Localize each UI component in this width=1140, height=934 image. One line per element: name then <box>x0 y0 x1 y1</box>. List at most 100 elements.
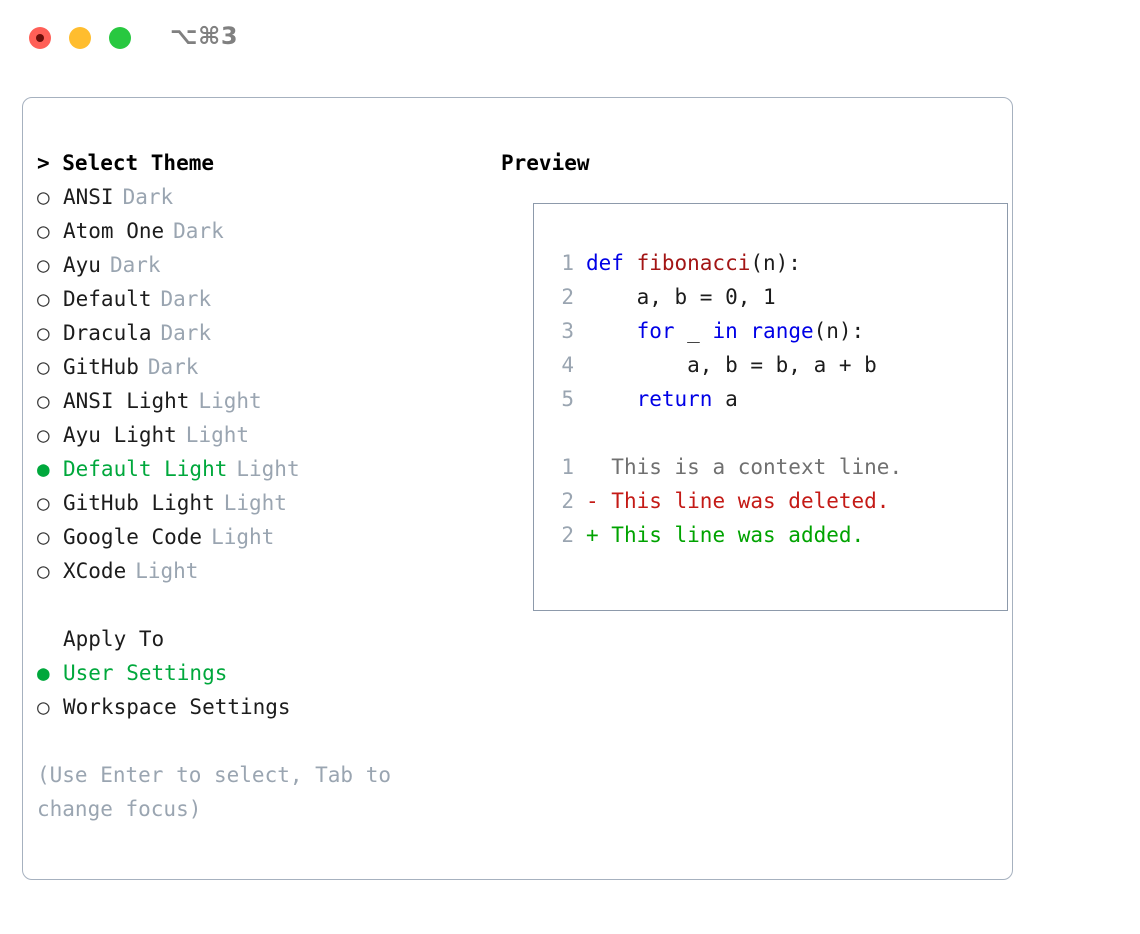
code-line: 5 return a <box>546 382 996 416</box>
radio-selected-icon: ● <box>37 457 50 481</box>
preview-header: Preview <box>501 151 590 175</box>
radio-unselected-icon: ○ <box>37 253 50 277</box>
apply-to-title: Apply To <box>63 627 165 651</box>
keyboard-hint-text: (Use Enter to select, Tab to change focu… <box>37 763 392 821</box>
diff-line: 1 This is a context line. <box>546 450 996 484</box>
line-number: 5 <box>561 387 574 411</box>
radio-unselected-icon: ○ <box>37 525 50 549</box>
radio-unselected-icon: ○ <box>37 491 50 515</box>
theme-name-label: Google Code <box>63 525 203 549</box>
code-token <box>738 319 751 343</box>
theme-name-label: Ayu Light <box>63 423 177 447</box>
line-number: 1 <box>561 251 574 275</box>
minimize-window-button[interactable] <box>69 27 91 49</box>
theme-list-item[interactable]: ○ GitHub Light Light <box>37 486 497 520</box>
maximize-window-button[interactable] <box>109 27 131 49</box>
radio-unselected-icon: ○ <box>37 321 50 345</box>
code-token: a, b = 0, 1 <box>586 285 776 309</box>
apply-to-option[interactable]: ○ Workspace Settings <box>37 690 497 724</box>
code-line-content: for _ in range(n): <box>586 314 865 348</box>
diff-line: 2 + This line was added. <box>546 518 996 552</box>
radio-unselected-icon: ○ <box>37 355 50 379</box>
radio-unselected-icon: ○ <box>37 287 50 311</box>
theme-variant-label: Light <box>185 423 250 447</box>
code-line-content: a, b = 0, 1 <box>586 280 776 314</box>
theme-name-label: GitHub Light <box>63 491 215 515</box>
code-token: return <box>636 387 713 411</box>
radio-unselected-icon: ○ <box>37 389 50 413</box>
theme-name-label: XCode <box>63 559 127 583</box>
code-token: for <box>636 319 675 343</box>
theme-name-label: Default <box>63 287 152 311</box>
radio-unselected-icon: ○ <box>37 695 50 719</box>
apply-to-list[interactable]: ● User Settings ○ Workspace Settings <box>37 656 497 724</box>
diff-text: This line was added. <box>598 523 865 547</box>
code-token: fibonacci <box>636 251 751 275</box>
theme-name-label: ANSI Light <box>63 389 190 413</box>
radio-unselected-icon: ○ <box>37 559 50 583</box>
code-token: range <box>750 319 814 343</box>
select-theme-header: > Select Theme <box>37 151 215 175</box>
theme-name-label: Default Light <box>63 457 228 481</box>
theme-name-label: Dracula <box>63 321 152 345</box>
radio-unselected-icon: ○ <box>37 219 50 243</box>
theme-name-label: Atom One <box>63 219 165 243</box>
theme-variant-label: Dark <box>173 219 224 243</box>
code-token: def <box>586 251 637 275</box>
code-token: a, b = b, a + b <box>586 353 877 377</box>
diff-line: 2- This line was deleted. <box>546 484 996 518</box>
theme-name-label: Ayu <box>63 253 101 277</box>
theme-list-item[interactable]: ○ Atom One Dark <box>37 214 497 248</box>
close-window-button[interactable] <box>29 27 51 49</box>
diff-lines: 1 This is a context line.2- This line wa… <box>546 450 996 552</box>
theme-list-item[interactable]: ○ ANSI Dark <box>37 180 497 214</box>
radio-unselected-icon: ○ <box>37 185 50 209</box>
code-line-content: a, b = b, a + b <box>586 348 877 382</box>
code-token: in <box>712 319 738 343</box>
theme-variant-label: Dark <box>160 321 212 345</box>
radio-selected-icon: ● <box>37 661 50 685</box>
theme-name-label: GitHub <box>63 355 139 379</box>
line-number: 1 <box>561 455 574 479</box>
line-number: 2 <box>561 523 574 547</box>
theme-list-item[interactable]: ○ Dracula Dark <box>37 316 497 350</box>
code-line: 3 for _ in range(n): <box>546 314 996 348</box>
diff-text: This is a context line. <box>598 455 903 479</box>
theme-list-item[interactable]: ○ Default Dark <box>37 282 497 316</box>
line-number: 3 <box>561 319 574 343</box>
apply-to-label: User Settings <box>63 661 228 685</box>
apply-to-label: Workspace Settings <box>63 695 291 719</box>
theme-variant-label: Dark <box>160 287 212 311</box>
diff-sign: + <box>586 523 599 547</box>
keyboard-shortcut-label: ⌥⌘3 <box>170 22 239 50</box>
theme-variant-label: Light <box>223 491 287 515</box>
theme-list-item[interactable]: ● Default Light Light <box>37 452 497 486</box>
theme-variant-label: Light <box>211 525 275 549</box>
code-line: 2 a, b = 0, 1 <box>546 280 996 314</box>
theme-list-item[interactable]: ○ Ayu Light Light <box>37 418 497 452</box>
radio-unselected-icon: ○ <box>37 423 50 447</box>
theme-list-item[interactable]: ○ Google Code Light <box>37 520 497 554</box>
theme-variant-label: Dark <box>122 185 174 209</box>
theme-name-label: ANSI <box>63 185 114 209</box>
code-token: (n): <box>813 319 865 343</box>
apply-to-option[interactable]: ● User Settings <box>37 656 497 690</box>
theme-variant-label: Light <box>236 457 300 481</box>
code-token: a <box>712 387 738 411</box>
line-number: 2 <box>561 489 574 513</box>
code-token: _ <box>674 319 713 343</box>
line-number: 4 <box>561 353 574 377</box>
diff-text: This line was deleted. <box>598 489 890 513</box>
